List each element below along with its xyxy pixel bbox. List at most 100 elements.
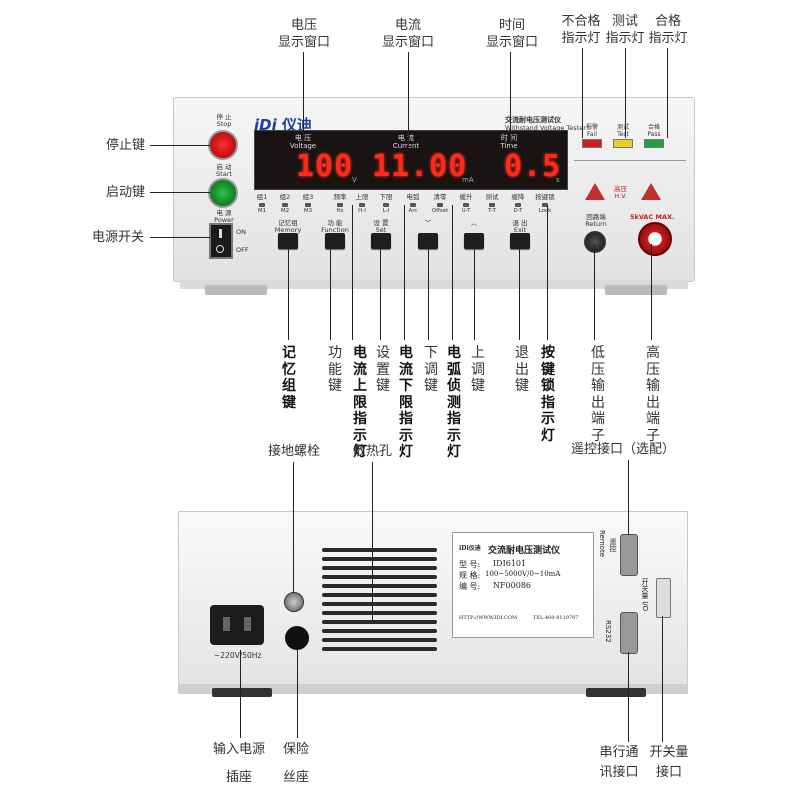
front-bottom-label: 设置键 [376, 345, 390, 394]
front-bottom-pointer [452, 205, 453, 340]
ground-bolt[interactable] [284, 592, 304, 612]
indicator-label: 上限 [355, 193, 369, 201]
set-key[interactable] [371, 233, 391, 249]
front-bottom-pointer [330, 233, 331, 340]
low-voltage-terminal[interactable] [584, 231, 606, 253]
indicator-label: 测试 [485, 193, 499, 201]
nameplate-model-label: 型 号: [459, 560, 481, 569]
indicator-led [337, 203, 343, 207]
nameplate: iDi仪迪 交流耐电压测试仪 型 号: IDI6101 规 格: 100~500… [452, 532, 594, 638]
indicator-led [542, 203, 548, 207]
indicator-label-en: H-I [358, 208, 366, 214]
status-lamp [582, 139, 602, 148]
front-bottom-label: 功能键 [328, 345, 342, 394]
remote-port[interactable] [620, 534, 638, 576]
power-switch-off-mark [216, 245, 224, 253]
rear-foot-left [212, 688, 272, 697]
serial-port-label: 串行通讯接口 [599, 745, 639, 780]
power-inlet-label: 输入电源插座 [212, 742, 265, 785]
power-switch-label: 电源开关 [92, 230, 145, 245]
power-switch[interactable] [209, 223, 233, 259]
indicator-led [463, 203, 469, 207]
pass-lamp-pointer [667, 48, 668, 138]
front-bottom-pointer [547, 205, 548, 340]
indicator-label-en: T-T [488, 208, 496, 214]
vent-slot [322, 629, 437, 633]
lamp-divider [574, 160, 686, 161]
vent-slot [322, 647, 437, 651]
indicator-label: 缓升 [459, 193, 473, 201]
current-unit: mA [462, 176, 474, 184]
remote-port-pointer [628, 460, 629, 535]
high-voltage-terminal[interactable] [638, 222, 672, 256]
indicator-led [259, 203, 265, 207]
front-bottom-label: 电流下限指示灯 [399, 345, 413, 460]
nameplate-brand: iDi仪迪 [459, 545, 481, 552]
function-key[interactable] [325, 233, 345, 249]
front-bottom-pointer [288, 233, 289, 340]
rs232-port[interactable] [620, 612, 638, 654]
vent-slot [322, 620, 437, 624]
indicator-label-en: Offset [431, 208, 449, 214]
rs232-label: RS232 [604, 620, 612, 643]
vent-slot [322, 593, 437, 597]
nameplate-phone: TEL:400-8119707 [533, 615, 579, 621]
device-title-cn: 交流耐电压测试仪 [505, 116, 561, 124]
hv-rating: 5kVAC MAX. [630, 213, 675, 221]
switch-io-port[interactable] [656, 578, 671, 618]
warning-triangle-icon [585, 183, 605, 200]
front-panel-base [180, 280, 688, 289]
front-bottom-label: 记忆组键 [282, 345, 296, 411]
fuse-holder[interactable] [285, 626, 309, 650]
vent-slot [322, 548, 437, 552]
status-lamp [644, 139, 664, 148]
current-readout: 11.00 [372, 149, 468, 184]
fail-lamp-label: 不合格指示灯 [561, 14, 601, 46]
front-foot-right [605, 285, 667, 295]
current-window-pointer [408, 52, 409, 147]
power-inlet-socket[interactable] [210, 605, 264, 645]
power-off-label: OFF [236, 246, 249, 254]
indicator-led [305, 203, 311, 207]
indicator-label-en: M3 [303, 208, 313, 214]
indicator-label: 组1 [256, 193, 268, 201]
voltage-window-pointer [303, 52, 304, 147]
stop-button[interactable] [208, 130, 238, 160]
fuse-label: 保险丝座 [282, 742, 309, 785]
indicator-led [410, 203, 416, 207]
display-window [254, 130, 568, 190]
start-key-label: 启动键 [106, 185, 146, 200]
indicator-label: 缓降 [511, 193, 525, 201]
inlet-pin-right [244, 617, 251, 631]
indicator-label-en: M2 [280, 208, 290, 214]
time-window-pointer [510, 52, 511, 147]
switch-io-label: 开关量接口 [649, 745, 689, 780]
remote-port-label: 遥控接口（选配） [571, 442, 676, 457]
nameplate-spec-label: 规 格: [459, 571, 481, 580]
indicator-label-en: Arc [408, 208, 418, 214]
front-bottom-pointer [594, 244, 595, 340]
front-bottom-pointer [519, 233, 520, 340]
start-button[interactable] [208, 178, 238, 208]
front-bottom-label: 按键锁指示灯 [541, 345, 555, 444]
test-lamp-label: 测试指示灯 [605, 14, 645, 46]
front-bottom-label: 下调键 [424, 345, 438, 394]
nameplate-serial-label: 编 号: [459, 582, 481, 591]
start-key-pointer [150, 192, 210, 193]
front-bottom-label: 高压输出端子 [646, 345, 660, 444]
vent-slot [322, 602, 437, 606]
exit-key[interactable] [510, 233, 530, 249]
io-port-label: 开关量 I/O [641, 578, 649, 612]
heat-vent-label: 散热孔 [353, 444, 393, 459]
vent-slot [322, 584, 437, 588]
test-lamp-pointer [625, 48, 626, 138]
front-foot-left [205, 285, 267, 295]
up-key-label: ︿ [470, 219, 478, 227]
